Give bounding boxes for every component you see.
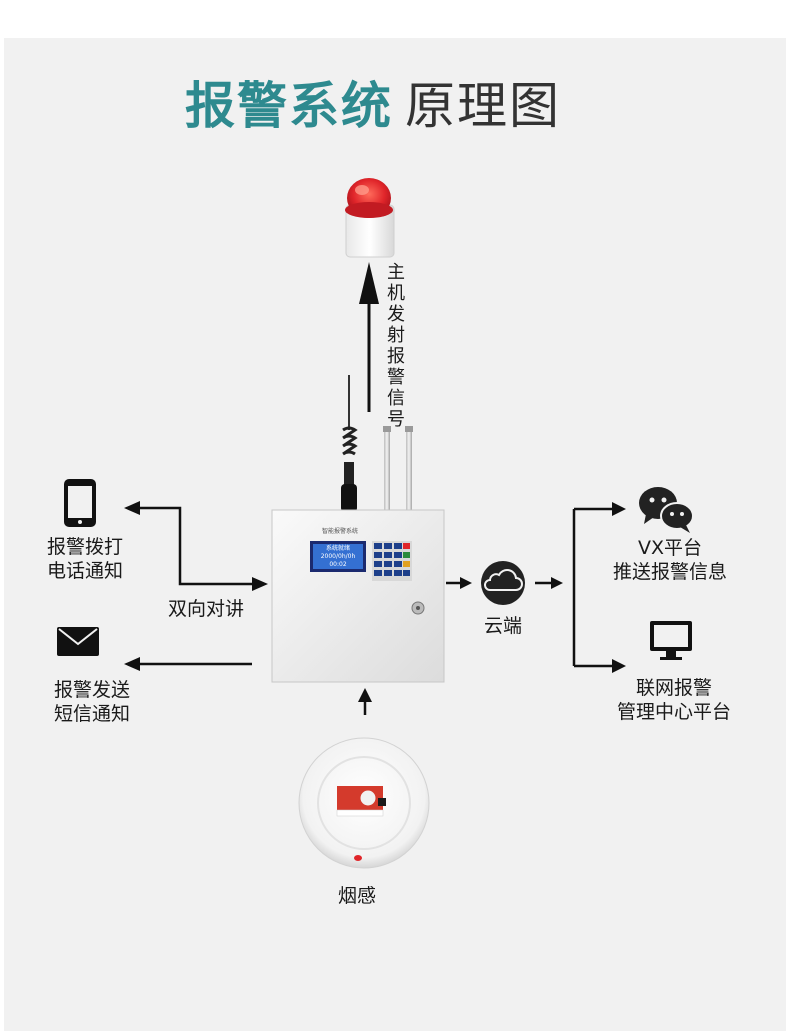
cloud-icon (481, 561, 525, 605)
label-platform: 联网报警 管理中心平台 (604, 676, 744, 724)
label-intercom: 双向对讲 (168, 598, 245, 620)
arrow-to-alarm (359, 262, 379, 412)
label-platform-line2: 管理中心平台 (616, 701, 731, 723)
phone-icon (64, 479, 96, 527)
label-sms-line1: 报警发送 (53, 679, 130, 701)
host-panel-title: 智能报警系统 (321, 528, 358, 535)
host-screen-text: 系统就绪 2000/0h/0h 00:02 (313, 545, 363, 569)
arrow-to-cloud (446, 577, 472, 589)
label-sms-line2: 短信通知 (53, 703, 130, 725)
antenna-coil (341, 375, 358, 512)
monitor-icon (650, 621, 692, 660)
arrow-to-branch (535, 577, 563, 589)
smoke-detector-icon (298, 737, 430, 869)
envelope-icon (57, 627, 99, 656)
title-sub: 原理图 (405, 77, 561, 135)
label-phone: 报警拨打 电话通知 (40, 535, 130, 583)
host-screen-line1: 系统就绪 (325, 545, 350, 552)
label-smoke: 烟感 (338, 885, 377, 907)
label-sms: 报警发送 短信通知 (44, 678, 140, 726)
label-wechat: VX平台 推送报警信息 (600, 536, 740, 584)
title-main: 报警系统 (185, 77, 393, 135)
arrow-to-sms (124, 657, 252, 671)
arrow-from-smoke (358, 688, 372, 715)
strobe-alarm-icon (345, 178, 395, 258)
page-title: 报警系统原理图 (185, 66, 561, 138)
antenna-rods (383, 426, 413, 510)
arrow-to-phone (124, 501, 268, 591)
alarm-host-panel (271, 509, 445, 683)
host-screen-line3: 00:02 (329, 561, 347, 568)
label-wechat-line1: VX平台 (637, 537, 702, 559)
host-screen-line2: 2000/0h/0h (320, 553, 356, 560)
wechat-icon (639, 487, 694, 533)
label-cloud: 云端 (484, 615, 523, 637)
label-wechat-line2: 推送报警信息 (612, 561, 727, 583)
label-host-signal: 主机发射报警信号 (387, 262, 405, 430)
label-platform-line1: 联网报警 (635, 677, 712, 699)
label-phone-line2: 电话通知 (46, 560, 123, 582)
label-phone-line1: 报警拨打 (46, 536, 123, 558)
branch-arrows (572, 502, 626, 673)
